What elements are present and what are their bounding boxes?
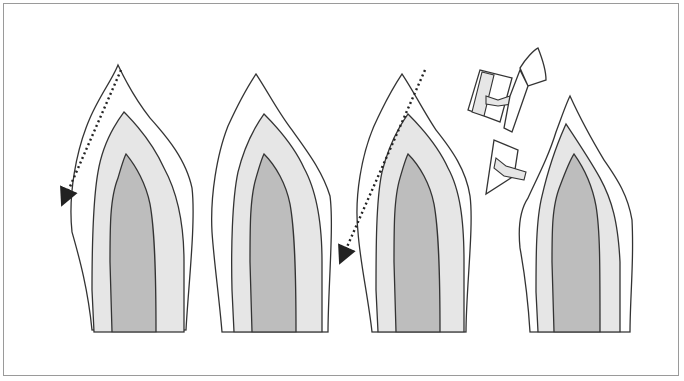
fracture-fragment-c: [486, 140, 526, 194]
fracture-fragment-b: [504, 48, 546, 132]
tooth-panel-2: [212, 74, 332, 332]
fracture-fragment-a: [468, 70, 512, 122]
tooth-panel-1: [65, 65, 193, 332]
tooth-panel-3: [343, 70, 471, 332]
tooth-panel-4: [468, 48, 633, 332]
